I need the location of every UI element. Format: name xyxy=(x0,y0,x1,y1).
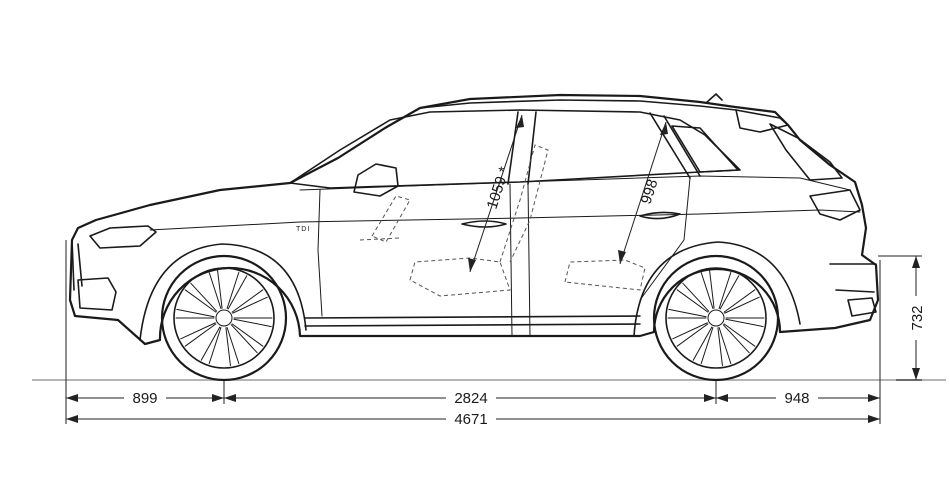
rear-headroom-label: 998 xyxy=(638,177,662,206)
overall-length-dimension: 4671 xyxy=(66,410,880,428)
b-pillar xyxy=(507,111,537,185)
wheel-spoke xyxy=(175,308,215,319)
antenna xyxy=(705,93,723,104)
wheelbase-label: 2824 xyxy=(454,390,487,407)
body-outline xyxy=(68,93,880,346)
steering-wheel xyxy=(359,195,411,243)
wheel-spoke xyxy=(692,326,714,365)
wheel-spoke xyxy=(723,289,760,314)
wheel-spoke xyxy=(672,322,709,347)
height-dimension: 732 xyxy=(907,256,926,380)
rear-overhang-label: 948 xyxy=(784,390,809,407)
wheelbase-dimension: 2824 xyxy=(224,389,716,407)
wheel-spoke xyxy=(226,271,248,310)
wheel-spoke xyxy=(667,308,707,319)
height-label: 732 xyxy=(909,305,926,330)
front-door-handle xyxy=(461,220,507,228)
wheel-spoke xyxy=(725,317,765,328)
wheel-spoke xyxy=(200,326,222,365)
wheel-spoke xyxy=(718,271,740,310)
car-side-view: TDI xyxy=(68,93,880,382)
wheel-spoke xyxy=(233,317,273,328)
model-badge: TDI xyxy=(296,226,310,233)
wheel-spoke xyxy=(208,269,223,309)
roof-rail xyxy=(419,99,737,111)
wheel-spoke xyxy=(225,327,240,367)
wheel-spoke xyxy=(184,282,218,313)
rear-wheel-arch xyxy=(633,241,801,337)
front-wheel xyxy=(160,254,288,382)
rear-window xyxy=(769,123,843,181)
exhaust xyxy=(847,297,877,317)
roof-spoiler xyxy=(735,109,789,133)
rear-overhang-dimension: 948 xyxy=(716,389,880,407)
front-headroom-dimension: 1059 * xyxy=(468,114,524,273)
belt-line xyxy=(299,175,851,191)
wheel-spoke xyxy=(717,327,732,367)
rocker-line xyxy=(304,315,641,327)
character-line xyxy=(149,209,861,231)
rear-door xyxy=(527,177,691,337)
taillight xyxy=(809,189,861,221)
rear-wheel xyxy=(652,254,780,382)
headlight xyxy=(89,225,157,249)
wheel-spoke xyxy=(722,323,756,354)
rear-quarter-window xyxy=(671,125,739,173)
rear-bumper xyxy=(829,263,877,293)
front-seat xyxy=(409,144,549,297)
front-wheel-arch xyxy=(139,243,307,341)
wheel-spoke xyxy=(230,323,264,354)
rear-door-handle xyxy=(639,211,681,220)
front-overhang-dimension: 899 xyxy=(66,389,224,407)
wheel-spoke xyxy=(700,269,715,309)
front-grille xyxy=(71,239,83,291)
rear-headroom-dimension: 998 xyxy=(618,121,668,265)
rear-seat xyxy=(564,259,646,291)
wheel-spoke xyxy=(180,322,217,347)
extension-lines xyxy=(65,240,922,424)
c-pillar xyxy=(649,112,701,179)
front-fog-light xyxy=(77,277,117,311)
wheel-spoke xyxy=(676,282,710,313)
front-overhang-label: 899 xyxy=(132,390,157,407)
side-mirror xyxy=(353,163,399,197)
front-headroom-label: 1059 * xyxy=(484,165,514,212)
overall-length-label: 4671 xyxy=(454,411,487,428)
wheel-spoke xyxy=(231,289,268,314)
